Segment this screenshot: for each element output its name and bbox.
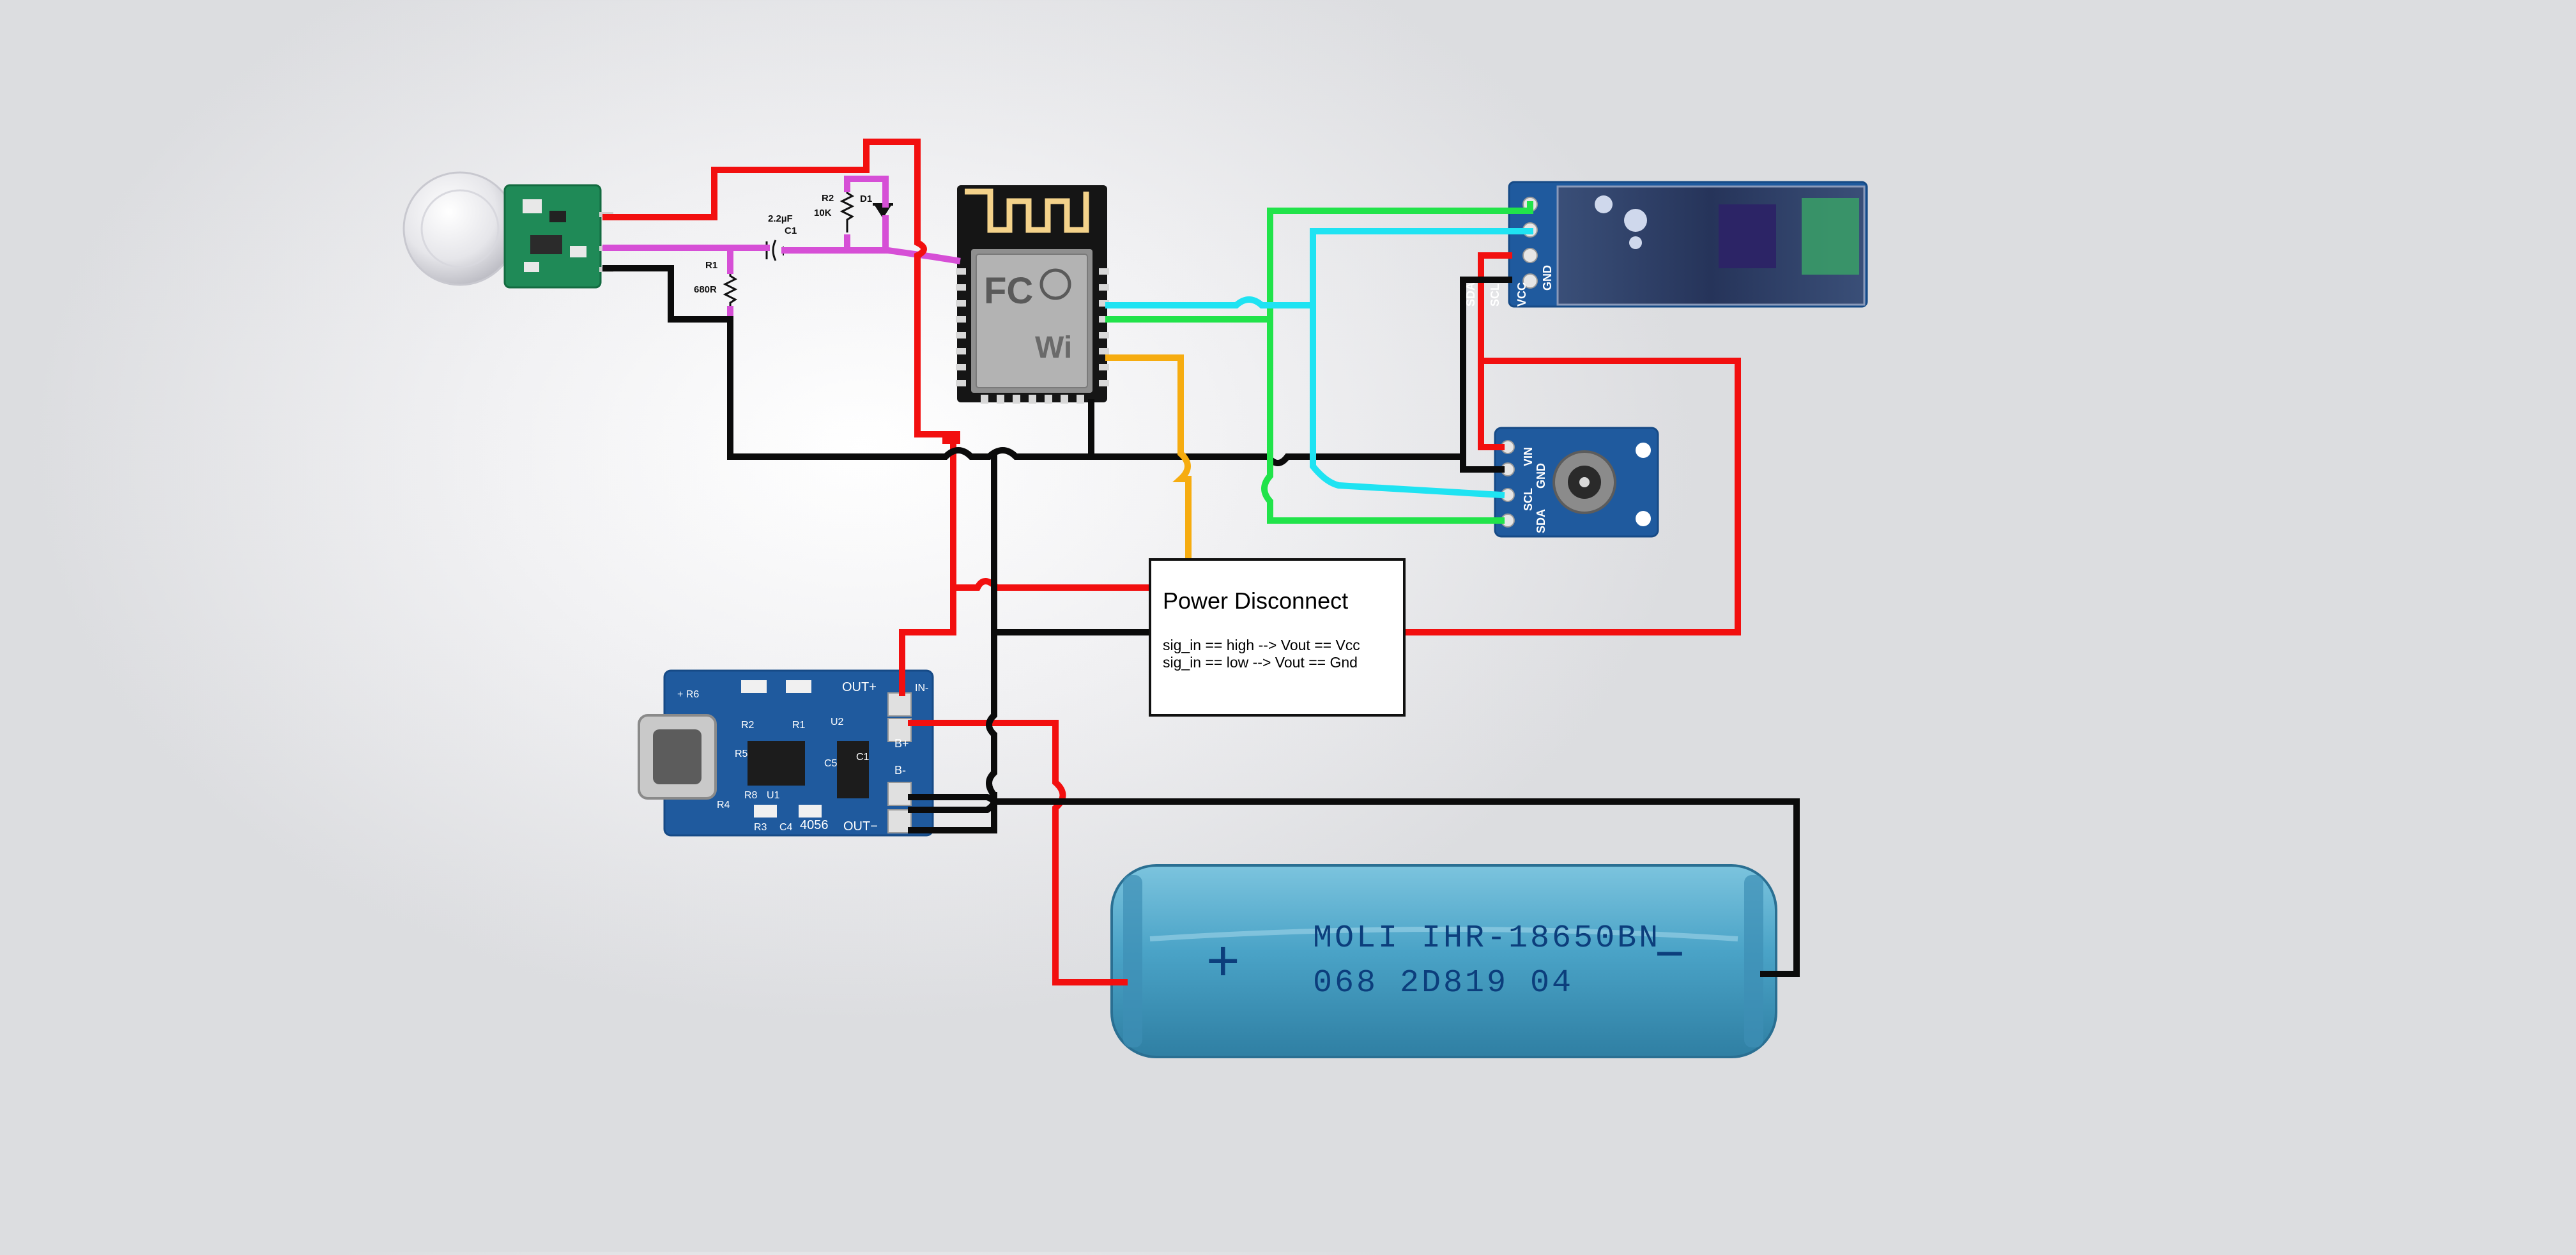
charger-out-plus: OUT+: [842, 680, 877, 694]
battery-minus-mark: −: [1655, 925, 1685, 982]
svg-text:FC: FC: [984, 270, 1033, 312]
battery-code: 068 2D819 04: [1313, 965, 1574, 1001]
svg-text:Wi: Wi: [1035, 331, 1072, 365]
battery-plus-mark: +: [1206, 929, 1240, 993]
ir-pin-gnd: GND: [1535, 463, 1547, 489]
charger-ref-r6: + R6: [677, 689, 699, 700]
charger-ref-u1: U1: [767, 790, 780, 801]
oled-pin-sda: SDA: [1464, 282, 1477, 307]
wire-main-vcc: [899, 437, 1166, 696]
wire-esp-vcc-drop: [942, 431, 960, 444]
charger-ref-r3: R3: [754, 822, 767, 833]
oled-pin-vcc: VCC: [1515, 282, 1528, 307]
wire-pir-vcc: [602, 139, 960, 437]
charger-ref-r2: R2: [741, 720, 755, 731]
ir-temperature-sensor-icon: [1494, 427, 1659, 538]
power-disconnect-rule-high: sig_in == high --> Vout == Vcc: [1163, 637, 1360, 653]
c1-value-label: 2.2µF: [768, 213, 793, 224]
ir-sensor-pin-labels: VIN GND SCL SDA: [1522, 447, 1547, 533]
r2-value-label: 10K: [814, 208, 832, 218]
r2-resistor-symbol: [839, 184, 855, 232]
ir-pin-scl: SCL: [1522, 488, 1535, 511]
wires: [602, 139, 1800, 985]
oled-pin-scl: SCL: [1489, 284, 1501, 307]
wire-oled-vcc: [1402, 252, 1741, 635]
power-disconnect-title: Power Disconnect: [1163, 588, 1348, 614]
wire-ir-gnd: [1460, 453, 1505, 473]
wire-battery-minus: [908, 792, 1800, 977]
wire-r2-top: [844, 176, 889, 208]
ir-pin-sda: SDA: [1535, 509, 1547, 533]
wifi-module-icon: FC Wi: [956, 185, 1109, 404]
charger-b-minus: B-: [894, 764, 906, 777]
charger-out-minus: OUT−: [843, 819, 878, 833]
power-disconnect-rule-low: sig_in == low --> Vout == Gnd: [1163, 654, 1358, 671]
wire-scl: [1105, 228, 1533, 499]
oled-display-icon: [1508, 181, 1868, 308]
r1-resistor-symbol: [723, 268, 738, 313]
r1-value-label: 680R: [694, 284, 717, 295]
charger-in-minus: IN-: [915, 683, 928, 694]
charger-ref-c1: C1: [856, 752, 870, 763]
wire-ir-vcc: [1478, 358, 1505, 450]
oled-pin-labels: GND VCC SCL SDA: [1464, 265, 1554, 307]
ir-pin-vin: VIN: [1522, 447, 1535, 466]
d1-ref-label: D1: [860, 194, 872, 204]
charger-ref-u2: U2: [831, 717, 844, 727]
charger-ref-c5: C5: [824, 758, 838, 769]
r1-ref-label: R1: [705, 260, 717, 271]
charger-ref-r1: R1: [792, 720, 806, 731]
charger-ref-r4: R4: [717, 800, 730, 810]
usb-c-charger-board-icon: [638, 669, 934, 837]
wire-battery-plus: [908, 720, 1128, 985]
pir-motion-sensor-icon: [402, 171, 613, 289]
charger-ref-r8: R8: [744, 790, 758, 801]
power-disconnect-box: Power Disconnect sig_in == high --> Vout…: [1149, 558, 1406, 717]
battery-model: MOLI IHR-18650BN: [1313, 920, 1660, 957]
wire-pir-gnd: [602, 265, 1512, 466]
r2-ref-label: R2: [822, 193, 834, 204]
battery-print: MOLI IHR-18650BN 068 2D819 04 + −: [1206, 920, 1685, 1001]
lithium-cell-icon: [1110, 864, 1777, 1058]
charger-chip-label: 4056: [800, 818, 829, 832]
charger-ref-r5: R5: [735, 749, 748, 759]
wire-pir-signal: [602, 245, 961, 264]
charger-b-plus: B+: [894, 737, 909, 750]
charger-ref-c4: C4: [779, 822, 793, 833]
charger-silkscreen: + R6 R2 R1 U2 R5 U1 R4 R3 C4 C5 C1 R8 40…: [677, 680, 928, 833]
oled-pin-gnd: GND: [1541, 265, 1554, 291]
wire-pd-signal: [1105, 354, 1192, 565]
wire-sda: [1105, 201, 1533, 524]
c1-ref-label: C1: [785, 225, 797, 236]
